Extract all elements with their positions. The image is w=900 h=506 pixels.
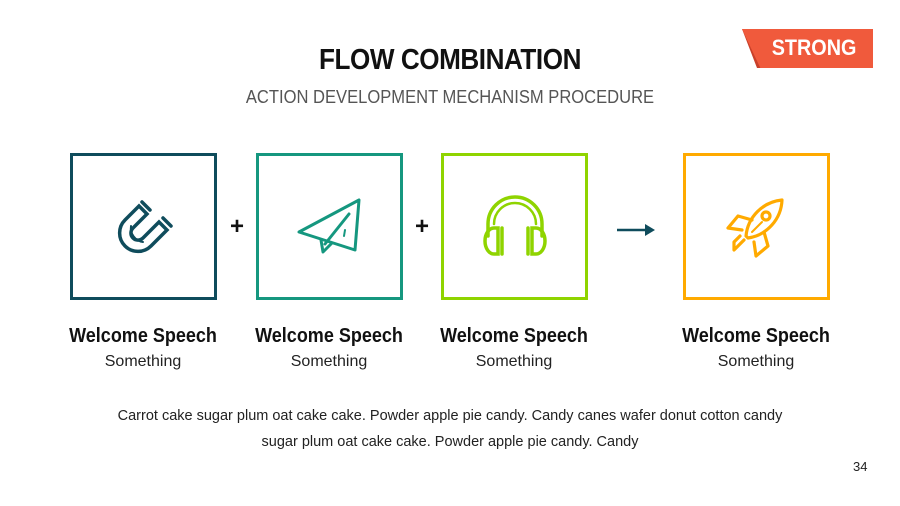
strong-badge: STRONG [742, 29, 873, 68]
step-title: Welcome Speech [255, 325, 403, 347]
plus-sign: + [415, 213, 430, 240]
magnet-box [70, 153, 217, 300]
headphones-icon [482, 194, 547, 256]
step-subtitle: Something [717, 353, 795, 370]
step-title: Welcome Speech [682, 325, 830, 347]
step-subtitle: Something [475, 353, 553, 370]
paper-plane-icon [297, 198, 360, 253]
step-subtitle: Something [104, 353, 182, 370]
step-title: Welcome Speech [440, 325, 588, 347]
step-subtitle: Something [290, 353, 368, 370]
badge-label: STRONG [771, 35, 857, 60]
arrow-right-icon [617, 224, 655, 236]
headphones-box [441, 153, 588, 300]
rocket-icon [725, 197, 784, 258]
slide-title: FLOW COMBINATION [319, 44, 581, 76]
plus-sign: + [230, 213, 245, 240]
magnet-icon [117, 199, 173, 253]
body-line: sugar plum oat cake cake. Powder apple p… [261, 434, 639, 450]
body-line: Carrot cake sugar plum oat cake cake. Po… [117, 408, 783, 424]
paper-plane-box [256, 153, 403, 300]
slide-subtitle: ACTION DEVELOPMENT MECHANISM PROCEDURE [245, 87, 655, 107]
body-text: Carrot cake sugar plum oat cake cake. Po… [100, 403, 800, 455]
step-title: Welcome Speech [69, 325, 217, 347]
page-number: 34 [853, 459, 868, 474]
rocket-box [683, 153, 830, 300]
